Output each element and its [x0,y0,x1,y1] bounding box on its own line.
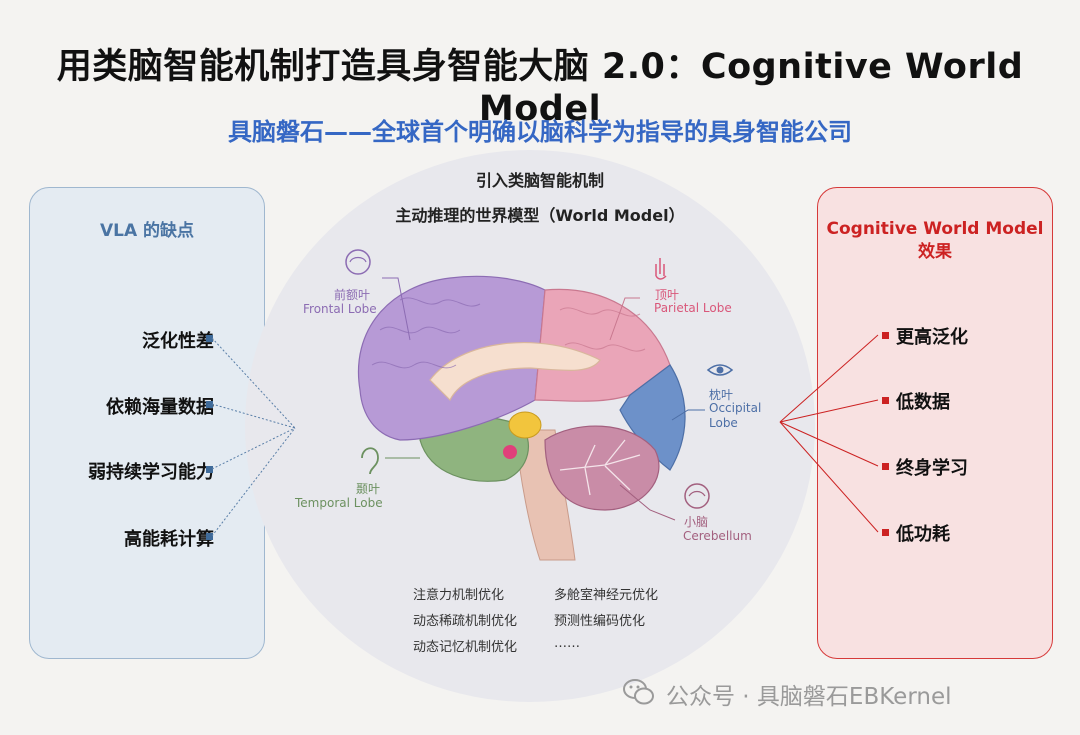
optimization-item: …… [554,636,580,651]
frontal-lobe-label-en: Frontal Lobe [303,302,377,316]
drawback-item: 高能耗计算 [124,529,214,550]
vla-drawbacks-title: VLA 的缺点 [99,221,195,241]
effect-item: 终身学习 [896,458,968,479]
frontal-gyri [371,297,481,369]
bullet-icon [882,529,889,536]
wechat-icon [623,679,654,705]
bullet-icon [206,533,213,540]
bullet-icon [206,466,213,473]
center-heading-2: 主动推理的世界模型（World Model） [395,206,685,225]
drawback-item: 泛化性差 [142,331,214,352]
optimization-item: 动态记忆机制优化 [413,640,518,655]
bullet-icon [206,335,213,342]
bullet-icon [206,401,213,408]
temporal-lobe-label-en: Temporal Lobe [295,496,383,510]
cognitive-effects-panel: Cognitive World Model 效果 更高泛化 低数据 终身学习 低… [817,187,1053,659]
optimization-item: 多舱室神经元优化 [554,588,659,603]
bullet-icon [882,463,889,470]
cognitive-effects-title-line2: 效果 [918,242,952,262]
effect-item: 低功耗 [896,524,950,545]
temporal-lobe-label-cn: 颞叶 [356,482,381,496]
brain-head-icon [345,249,371,275]
optimization-item: 注意力机制优化 [413,588,505,603]
bullet-icon [882,397,889,404]
ear-icon [361,447,379,475]
optimization-item: 动态稀疏机制优化 [413,614,518,629]
cerebellum-label-en: Cerebellum [683,529,752,543]
hand-touch-icon [655,258,667,280]
thalamus-shape [508,411,542,439]
amygdala-shape [503,445,517,459]
cognitive-effects-title: Cognitive World Model 效果 [818,218,1052,264]
page-title: 用类脑智能机制打造具身智能大脑 2.0：Cognitive World Mode… [56,47,1024,129]
left-connector-lines [211,337,296,537]
occipital-lobe-label-en1: Occipital [709,401,762,415]
cerebellum-label-cn: 小脑 [684,515,709,529]
effect-item: 更高泛化 [896,327,968,348]
occipital-lobe-label-cn: 枕叶 [709,388,734,402]
drawback-item: 弱持续学习能力 [88,462,214,483]
eye-icon [706,364,734,376]
occipital-lobe-shape [619,364,686,471]
parietal-lobe-label-en: Parietal Lobe [654,301,732,315]
center-heading-1: 引入类脑智能机制 [475,171,604,190]
frontal-lobe-label-cn: 前额叶 [334,288,371,302]
effect-item: 低数据 [896,392,950,413]
parietal-lobe-label-cn: 顶叶 [655,288,680,302]
parietal-gyri [559,307,646,352]
lobe-label-lines [382,277,705,521]
occipital-lobe-label-en2: Lobe [709,416,738,430]
cerebellum-shape [544,425,660,511]
cerebellum-icon [684,483,710,509]
optimization-item: 预测性编码优化 [554,614,646,629]
drawback-item: 依赖海量数据 [106,397,214,418]
arbor-vitae [559,439,641,496]
right-connector-lines [779,334,879,533]
corpus-callosum-shape [429,341,601,402]
bullet-icon [882,332,889,339]
watermark-text: 公众号 · 具脑磐石EBKernel [666,684,952,710]
cognitive-effects-title-line1: Cognitive World Model [826,219,1044,239]
page-subtitle: 具脑磐石——全球首个明确以脑科学为指导的具身智能公司 [228,118,852,146]
